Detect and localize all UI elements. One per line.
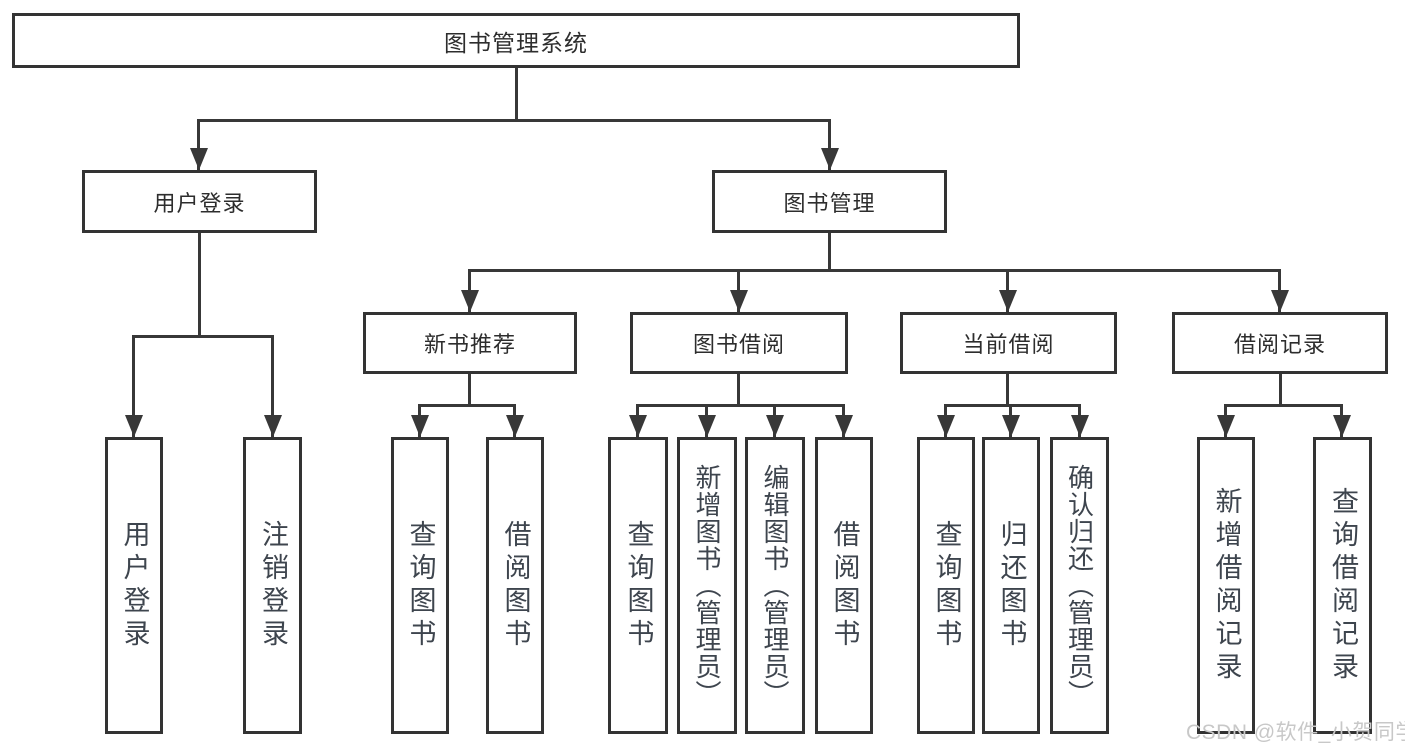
arrow-to-leaf	[1333, 404, 1351, 437]
node-label: 当前借阅	[962, 332, 1055, 357]
leaf-query-book: 查询图书	[391, 437, 449, 734]
arrow-to-leaf	[629, 404, 647, 437]
leaf-label: 编辑图书（管理员）	[760, 464, 790, 707]
csdn-watermark: CSDN @软件_小贺同学	[1186, 721, 1405, 744]
connector-group-branch	[1226, 404, 1343, 407]
leaf-label: 用户登录	[119, 519, 150, 652]
node-library-system: 图书管理系统	[12, 13, 1020, 68]
node-new-book-recommend: 新书推荐	[363, 312, 577, 374]
leaf-query-book: 查询图书	[608, 437, 668, 734]
leaf-add-borrow-record: 新增借阅记录	[1197, 437, 1255, 734]
node-label: 图书借阅	[692, 332, 785, 357]
arrow-to-leaf	[411, 404, 429, 437]
connector-book-mgmt-branch	[469, 269, 1281, 272]
connector-book-mgmt-stem	[828, 233, 831, 271]
leaf-label: 查询借阅记录	[1328, 486, 1358, 685]
leaf-edit-book-admin: 编辑图书（管理员）	[745, 437, 805, 734]
arrow-to-user-login	[190, 119, 208, 170]
node-label: 新书推荐	[423, 332, 516, 357]
arrow-to-book-borrow	[730, 269, 748, 312]
arrow-to-leaf-logout	[264, 335, 282, 437]
arrow-to-leaf	[1217, 404, 1235, 437]
leaf-label: 借阅图书	[829, 519, 860, 652]
leaf-query-borrow-record: 查询借阅记录	[1313, 437, 1372, 734]
arrow-to-new-book-recommend	[461, 269, 479, 312]
connector-root-stem	[515, 68, 518, 120]
arrow-to-book-mgmt	[821, 119, 839, 170]
node-label: 借阅记录	[1233, 332, 1326, 357]
connector-group-stem	[1006, 374, 1009, 405]
node-book-borrow: 图书借阅	[630, 312, 848, 374]
connector-group-branch	[946, 404, 1081, 407]
connector-group-stem	[468, 374, 471, 405]
connector-group-branch	[420, 404, 516, 407]
leaf-label: 借阅图书	[500, 519, 531, 652]
arrow-to-leaf	[1002, 404, 1020, 437]
leaf-label: 新增图书（管理员）	[692, 464, 722, 707]
leaf-label: 查询图书	[405, 519, 436, 652]
arrow-to-current-borrow	[999, 269, 1017, 312]
arrow-to-leaf	[766, 404, 784, 437]
leaf-return-book: 归还图书	[982, 437, 1040, 734]
node-current-borrow: 当前借阅	[900, 312, 1117, 374]
connector-user-login-stem	[198, 233, 201, 336]
leaf-label: 注销登录	[258, 519, 288, 652]
node-borrow-records: 借阅记录	[1172, 312, 1388, 374]
leaf-user-login: 用户登录	[105, 437, 163, 734]
arrow-to-leaf	[506, 404, 524, 437]
leaf-logout: 注销登录	[243, 437, 302, 734]
arrow-to-leaf	[835, 404, 853, 437]
node-label: 图书管理	[783, 190, 876, 216]
node-user-login: 用户登录	[82, 170, 317, 233]
leaf-query-book: 查询图书	[917, 437, 975, 734]
leaf-borrow-book: 借阅图书	[815, 437, 873, 734]
leaf-label: 归还图书	[996, 519, 1027, 652]
arrow-to-leaf	[698, 404, 716, 437]
arrow-to-leaf-user-login	[125, 335, 143, 437]
leaf-confirm-return-admin: 确认归还（管理员）	[1050, 437, 1109, 734]
arrow-to-leaf	[1071, 404, 1089, 437]
leaf-label: 新增借阅记录	[1211, 486, 1242, 685]
leaf-borrow-book: 借阅图书	[486, 437, 544, 734]
connector-user-login-branch	[133, 335, 274, 338]
leaf-label: 确认归还（管理员）	[1064, 464, 1095, 707]
connector-group-stem	[1279, 374, 1282, 405]
leaf-label: 查询图书	[931, 519, 962, 652]
leaf-label: 查询图书	[623, 519, 654, 652]
leaf-add-book-admin: 新增图书（管理员）	[677, 437, 737, 734]
arrow-to-leaf	[937, 404, 955, 437]
node-label: 图书管理系统	[444, 29, 588, 56]
connector-group-stem	[737, 374, 740, 405]
connector-group-branch	[638, 404, 845, 407]
node-book-mgmt: 图书管理	[712, 170, 947, 233]
connector-root-branch	[199, 119, 830, 122]
node-label: 用户登录	[153, 190, 246, 216]
arrow-to-borrow-records	[1271, 269, 1289, 312]
